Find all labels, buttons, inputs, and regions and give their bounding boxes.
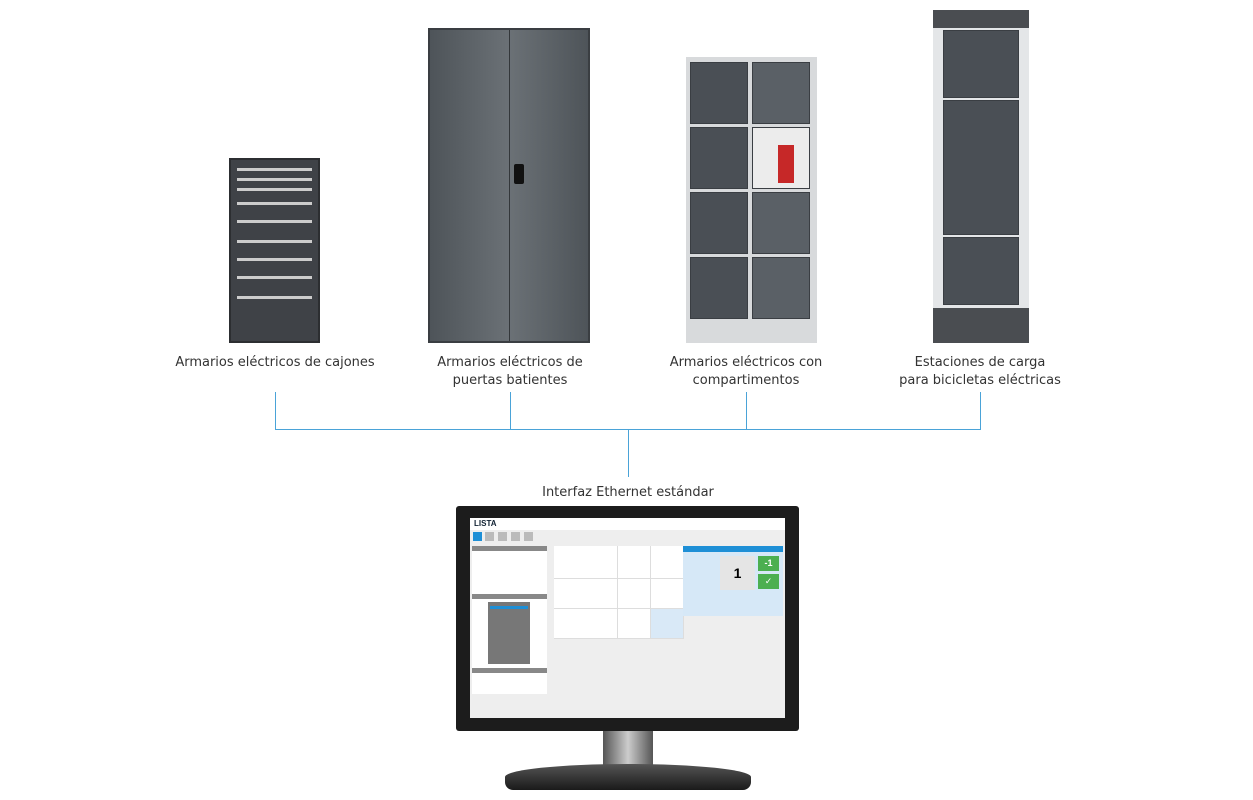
label-compartment-cabinets: Armarios eléctricos con compartimentos [636, 354, 856, 390]
label-swing-door-cabinets: Armarios eléctricos de puertas batientes [400, 354, 620, 390]
ebike-charging-station-image [933, 10, 1029, 343]
label-ethernet-interface: Interfaz Ethernet estándar [542, 485, 714, 500]
monitor: LISTA 1 -1 ✓ [456, 506, 799, 731]
label-drawer-cabinets: Armarios eléctricos de cajones [165, 354, 385, 372]
monitor-stand-neck [603, 728, 653, 768]
app-header: LISTA [470, 518, 785, 530]
toolbar-button-active[interactable] [473, 532, 482, 541]
connector-line [510, 392, 511, 430]
toolbar-button[interactable] [485, 532, 494, 541]
label-line: Armarios eléctricos con [669, 355, 823, 370]
toolbar-button[interactable] [498, 532, 507, 541]
toolbar [470, 530, 785, 544]
toolbar-button[interactable] [524, 532, 533, 541]
label-line: compartimentos [692, 373, 800, 388]
connector-line [980, 392, 981, 430]
connector-line [746, 392, 747, 430]
check-icon: ✓ [764, 576, 773, 586]
monitor-screen: LISTA 1 -1 ✓ [470, 518, 785, 718]
lista-logo: LISTA [474, 519, 497, 528]
connector-line [275, 392, 276, 430]
label-line: Armarios eléctricos de cajones [175, 355, 375, 370]
label-line: puertas batientes [452, 373, 568, 388]
label-ebike-stations: Estaciones de carga para bicicletas eléct… [870, 354, 1090, 390]
connector-line [628, 429, 629, 477]
label-line: Armarios eléctricos de [437, 355, 583, 370]
drawer-cabinet-preview[interactable] [488, 602, 530, 664]
toolbar-button[interactable] [511, 532, 520, 541]
compartment-cabinet-image [686, 57, 817, 343]
swing-door-cabinet-image [428, 28, 590, 343]
cabinet-tree-panel [472, 546, 547, 694]
drawer-cabinet-image [229, 158, 320, 343]
article-detail-panel: 1 -1 ✓ [683, 546, 783, 616]
label-line: para bicicletas eléctricas [899, 373, 1061, 388]
quantity-display: 1 [720, 556, 755, 590]
minus-one-button[interactable]: -1 [758, 556, 779, 571]
confirm-button[interactable]: ✓ [758, 574, 779, 589]
article-grid [554, 546, 684, 646]
monitor-stand-base [505, 764, 751, 790]
label-line: Estaciones de carga [914, 355, 1046, 370]
